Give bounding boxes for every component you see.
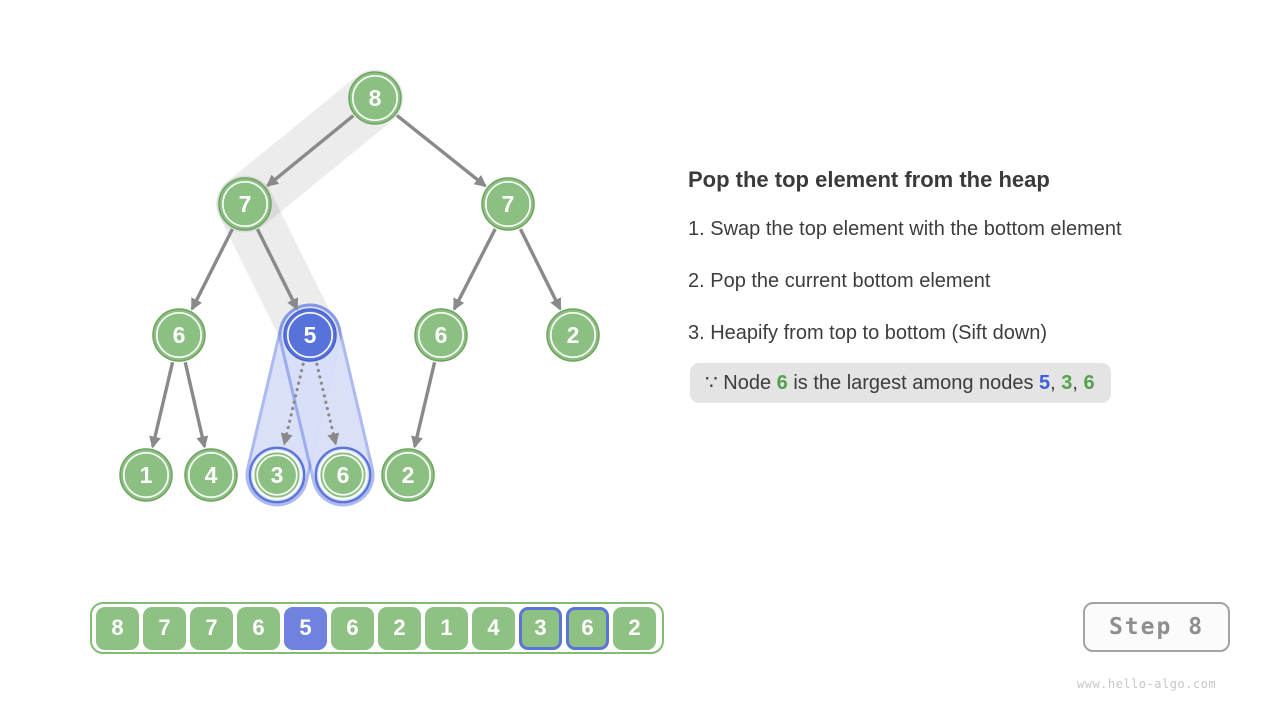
step-badge-label: Step 8 bbox=[1108, 614, 1205, 640]
tree-edge bbox=[395, 114, 487, 188]
note-part: 5 bbox=[1039, 372, 1051, 394]
step-item: 3. Heapify from top to bottom (Sift down… bbox=[688, 322, 1048, 344]
tree-node-value: 8 bbox=[369, 85, 382, 111]
note-part: is the largest among nodes bbox=[787, 372, 1040, 394]
tree-edge bbox=[266, 114, 355, 187]
tree-node-value: 4 bbox=[205, 462, 218, 488]
tree-node: 7 bbox=[218, 177, 272, 231]
tree-node: 6 bbox=[314, 446, 372, 504]
tree-node-value: 6 bbox=[173, 322, 186, 348]
tree-node: 2 bbox=[381, 448, 435, 502]
tree-node-value: 6 bbox=[337, 462, 350, 488]
tree-node-value: 1 bbox=[140, 462, 153, 488]
note-part: ∵ Node bbox=[705, 372, 777, 394]
tree-edge bbox=[411, 361, 437, 449]
array-cell: 7 bbox=[190, 606, 233, 650]
tree-edge bbox=[255, 228, 299, 311]
step-badge[interactable]: Step 8 bbox=[1083, 602, 1230, 652]
tree-edge bbox=[183, 361, 209, 449]
note-part: 3 bbox=[1061, 372, 1073, 394]
tree-node: 7 bbox=[481, 177, 535, 231]
array-cell: 3 bbox=[519, 606, 562, 650]
array-cell: 2 bbox=[613, 606, 656, 650]
array-cell: 5 bbox=[284, 606, 327, 650]
tree-edge bbox=[190, 228, 234, 311]
tree-node-value: 6 bbox=[435, 322, 448, 348]
note-part: , bbox=[1050, 372, 1062, 394]
note-part: 6 bbox=[776, 372, 788, 394]
array-cell: 4 bbox=[472, 606, 515, 650]
tree-node: 4 bbox=[184, 448, 238, 502]
array-cell: 7 bbox=[143, 606, 186, 650]
note-part: , bbox=[1072, 372, 1084, 394]
reason-note: ∵ Node 6 is the largest among nodes 5, 3… bbox=[690, 363, 1111, 403]
array-cell: 6 bbox=[331, 606, 374, 650]
array-cell: 6 bbox=[237, 606, 280, 650]
array-cell: 1 bbox=[425, 606, 468, 650]
tree-node-value: 7 bbox=[502, 191, 515, 217]
tree-edge-dotted bbox=[315, 362, 340, 446]
tree-node: 2 bbox=[546, 308, 600, 362]
array-cell: 6 bbox=[566, 606, 609, 650]
tree-node-value: 7 bbox=[239, 191, 252, 217]
tree-edge bbox=[149, 361, 175, 449]
panel-title: Pop the top element from the heap bbox=[688, 167, 1050, 192]
tree-node-value: 2 bbox=[567, 322, 580, 348]
note-part: 6 bbox=[1083, 372, 1095, 394]
tree-node: 8 bbox=[348, 71, 402, 125]
watermark: www.hello-algo.com bbox=[1077, 677, 1217, 691]
array-cell: 8 bbox=[96, 606, 139, 650]
tree-edge bbox=[452, 228, 497, 311]
array-cell: 2 bbox=[378, 606, 421, 650]
tree-edge-dotted bbox=[280, 362, 305, 446]
tree-node-value: 5 bbox=[304, 322, 317, 348]
tree-node: 1 bbox=[119, 448, 173, 502]
tree-node-value: 3 bbox=[271, 462, 284, 488]
tree-node-value: 2 bbox=[402, 462, 415, 488]
tree-node: 5 bbox=[283, 308, 337, 362]
tree-edge bbox=[518, 228, 562, 311]
tree-node: 6 bbox=[414, 308, 468, 362]
tree-node: 6 bbox=[152, 308, 206, 362]
step-item: 2. Pop the current bottom element bbox=[688, 270, 991, 292]
step-item: 1. Swap the top element with the bottom … bbox=[688, 218, 1122, 240]
tree-node: 3 bbox=[248, 446, 306, 504]
